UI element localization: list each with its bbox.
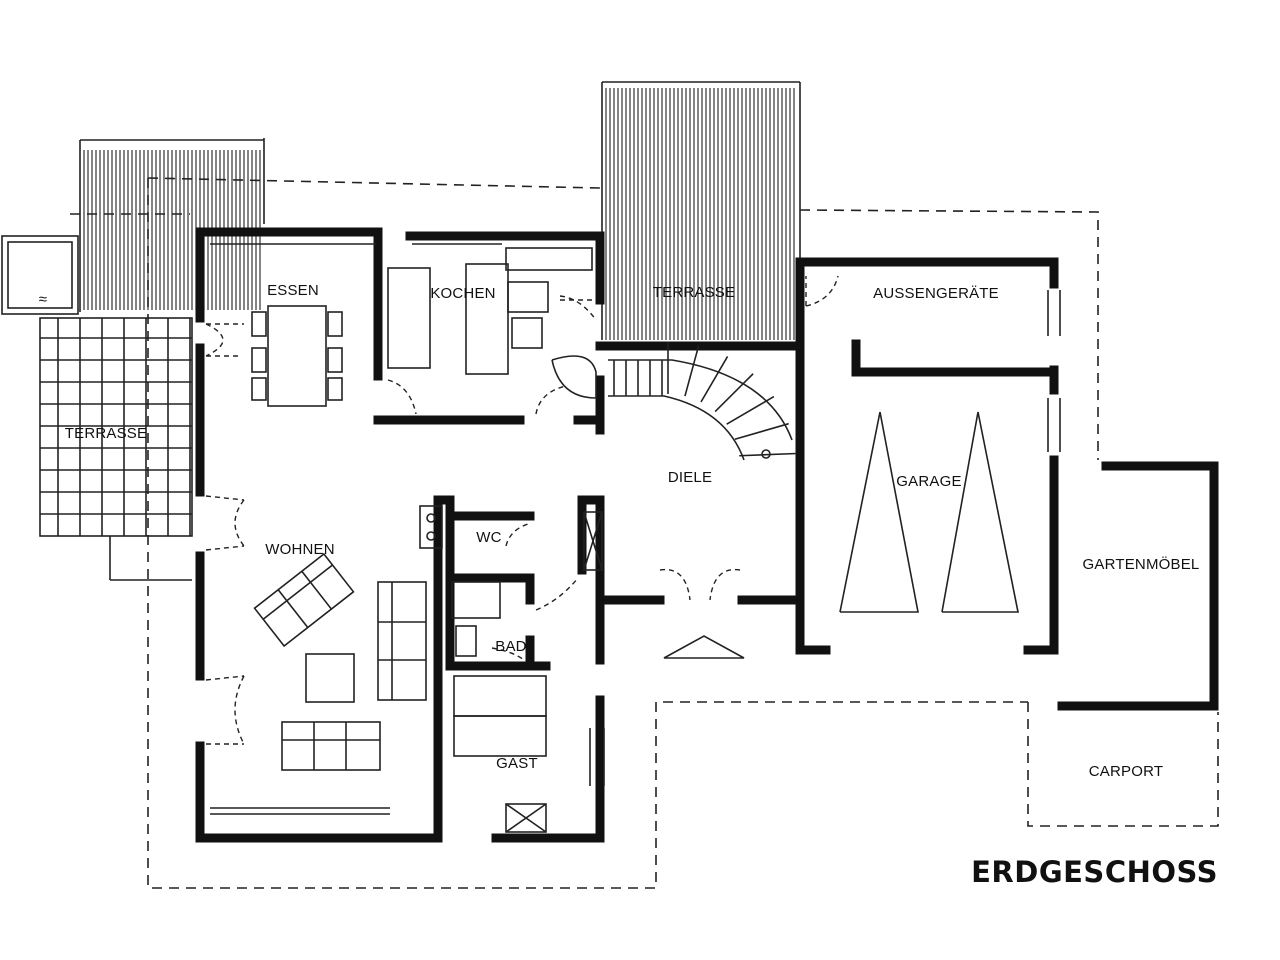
room-label-terrasse-left: TERRASSE <box>65 425 147 442</box>
room-label-diele: DIELE <box>668 469 712 486</box>
room-label-wohnen: WOHNEN <box>265 541 335 558</box>
living-sofa-bottom <box>281 721 381 771</box>
room-label-carport: CARPORT <box>1089 763 1163 780</box>
kitchen-furniture <box>387 247 593 375</box>
dining-table <box>251 305 343 407</box>
terrace-top-left-hatch <box>79 138 265 312</box>
bathroom-fixtures <box>419 505 603 657</box>
coffee-table <box>305 653 355 703</box>
windows <box>210 243 1061 815</box>
room-label-garage: GARAGE <box>896 473 961 490</box>
room-label-aussengeraete: AUSSENGERÄTE <box>873 285 999 302</box>
drawing-stroke <box>739 452 797 457</box>
pool: ≈ <box>1 235 79 315</box>
interior-walls <box>373 227 1051 671</box>
room-label-kochen: KOCHEN <box>430 285 495 302</box>
drawing-stroke <box>734 422 789 441</box>
room-label-wc: WC <box>476 529 501 546</box>
garage-car-markings <box>839 411 1019 613</box>
room-label-gast: GAST <box>496 755 538 772</box>
roof-outline-dashed <box>70 177 1219 889</box>
room-label-essen: ESSEN <box>267 282 319 299</box>
room-label-bad: BAD <box>495 638 526 655</box>
living-sofa-angled <box>253 552 355 648</box>
terrace-left-grid <box>39 317 193 581</box>
pool-symbol-icon: ≈ <box>39 291 47 308</box>
exterior-walls <box>195 227 1219 843</box>
doors <box>205 275 839 745</box>
plan-title: ERDGESCHOSS <box>971 855 1218 889</box>
drawing-stroke <box>726 395 775 425</box>
staircase <box>551 342 797 461</box>
room-label-terrasse-middle: TERRASSE <box>653 284 735 301</box>
entrance-marker <box>663 635 745 659</box>
drawing-stroke <box>700 356 729 403</box>
terrace-top-middle-hatch <box>601 81 801 340</box>
drawing-stroke <box>714 373 754 413</box>
room-label-gartenmoebel: GARTENMÖBEL <box>1083 555 1200 573</box>
guest-bed <box>453 675 547 833</box>
drawing-stroke <box>684 345 700 397</box>
living-sofa-right <box>377 581 427 701</box>
